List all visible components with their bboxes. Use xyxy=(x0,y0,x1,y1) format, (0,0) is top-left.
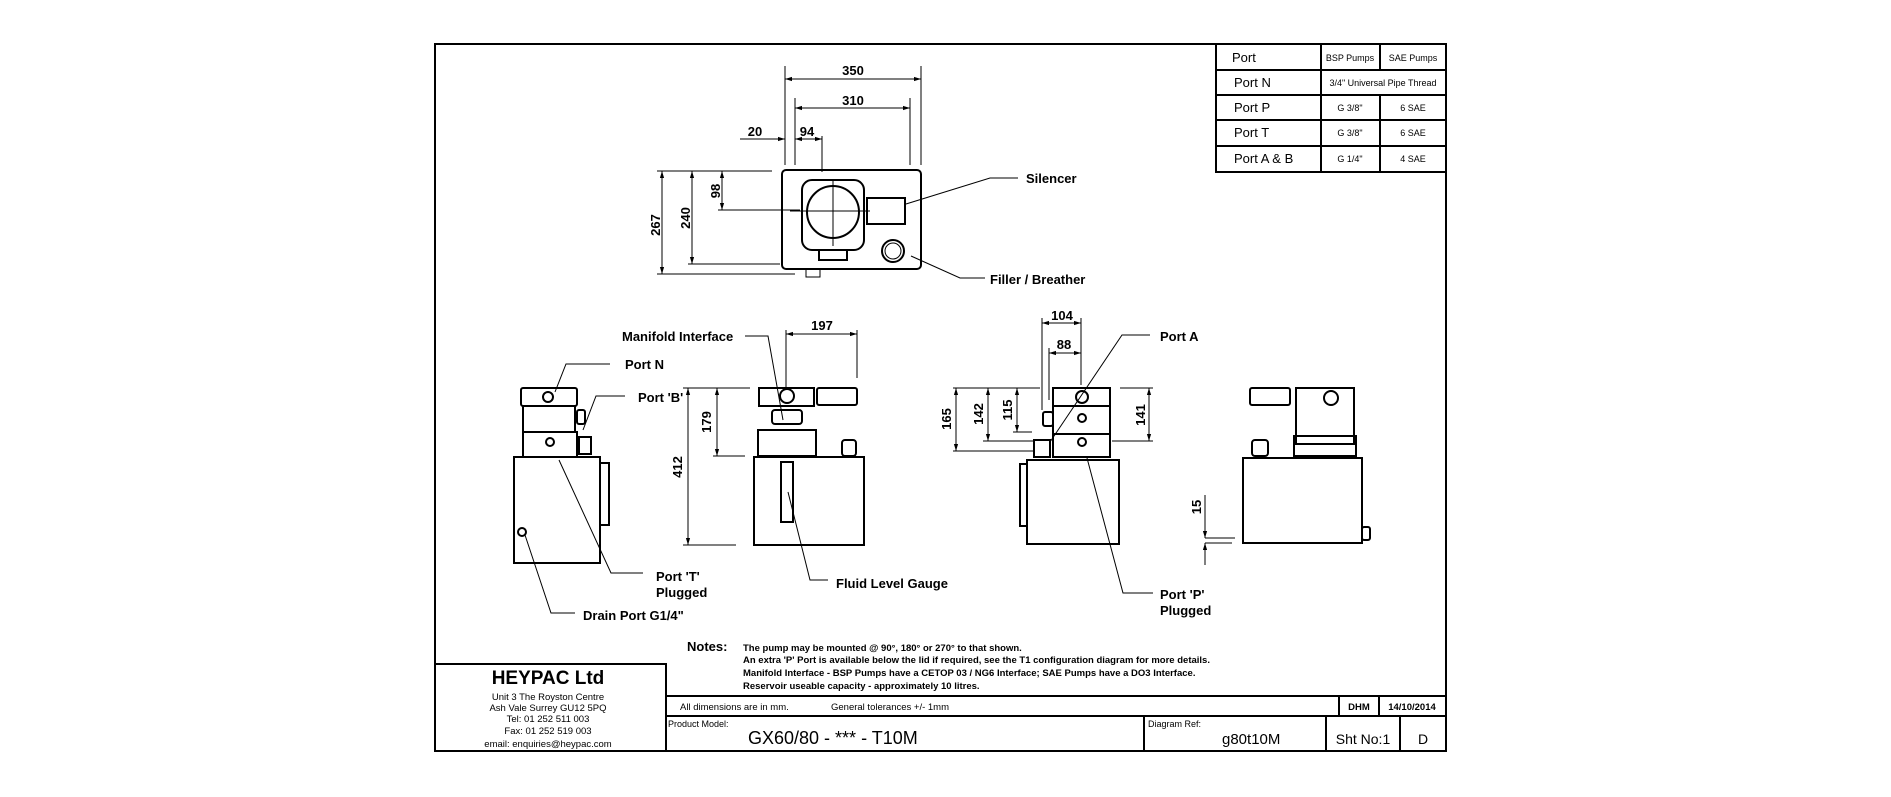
product-model: GX60/80 - *** - T10M xyxy=(748,728,918,748)
side-view-manifold: 197 179 412 Manifold Interface Fluid Lev… xyxy=(622,318,948,591)
drawing-border xyxy=(434,43,1447,752)
note-line: The pump may be mounted @ 90°, 180° or 2… xyxy=(743,643,1022,654)
note-line: Reservoir useable capacity - approximate… xyxy=(743,681,980,692)
table-row-port: Port A & B xyxy=(1234,151,1293,166)
silencer-shape xyxy=(866,197,906,225)
dimensions-note: All dimensions are in mm. xyxy=(680,702,789,713)
note-line: Manifold Interface - BSP Pumps have a CE… xyxy=(743,668,1195,679)
table-cell-sae: 4 SAE xyxy=(1400,154,1426,164)
dim-94: 94 xyxy=(800,124,815,139)
label-port-p: Port 'P' xyxy=(1160,587,1204,602)
product-model-label: Product Model: xyxy=(668,719,729,729)
title-block: HEYPAC Ltd Unit 3 The Royston Centre Ash… xyxy=(434,663,1446,752)
fluid-level-gauge-shape xyxy=(780,461,794,523)
sheet-number: Sht No:1 xyxy=(1336,731,1391,747)
diagram-ref-label: Diagram Ref: xyxy=(1148,719,1201,729)
filler-breather-shape xyxy=(881,239,905,263)
drawn-by: DHM xyxy=(1348,702,1370,713)
table-row-port: Port N xyxy=(1234,75,1271,90)
dim-115: 115 xyxy=(1000,400,1015,421)
dim-104: 104 xyxy=(1051,308,1073,323)
table-cell-span: 3/4" Universal Pipe Thread xyxy=(1329,78,1436,88)
company-email: email: enquiries@heypac.com xyxy=(484,739,611,750)
drawing-date: 14/10/2014 xyxy=(1388,702,1436,713)
table-header-bsp: BSP Pumps xyxy=(1326,53,1375,63)
dim-98: 98 xyxy=(708,184,723,198)
company-address: Ash Vale Surrey GU12 5PQ xyxy=(489,703,606,714)
dim-141: 141 xyxy=(1133,404,1148,426)
table-row-port: Port T xyxy=(1234,125,1269,140)
company-address: Unit 3 The Royston Centre xyxy=(492,692,604,703)
table-cell-sae: 6 SAE xyxy=(1400,128,1426,138)
table-header-port: Port xyxy=(1232,50,1256,65)
dim-179: 179 xyxy=(699,411,714,433)
table-header-sae: SAE Pumps xyxy=(1389,53,1438,63)
manifold-interface-shape xyxy=(771,409,803,425)
label-manifold-interface: Manifold Interface xyxy=(622,329,733,344)
notes: Notes: The pump may be mounted @ 90°, 18… xyxy=(687,639,1210,692)
table-row-port: Port P xyxy=(1234,100,1270,115)
dim-267: 267 xyxy=(648,214,663,236)
dim-310: 310 xyxy=(842,93,864,108)
notes-heading: Notes: xyxy=(687,639,727,654)
dim-412: 412 xyxy=(670,456,685,478)
label-port-t: Port 'T' xyxy=(656,569,700,584)
label-filler-breather: Filler / Breather xyxy=(990,272,1085,287)
port-table: Port BSP Pumps SAE Pumps Port N 3/4" Uni… xyxy=(1215,43,1447,173)
dim-350: 350 xyxy=(842,63,864,78)
side-view-rear: 15 xyxy=(1189,387,1371,565)
table-cell-sae: 6 SAE xyxy=(1400,103,1426,113)
label-silencer: Silencer xyxy=(1026,171,1077,186)
label-port-a: Port A xyxy=(1160,329,1199,344)
table-cell-bsp: G 3/8" xyxy=(1337,128,1362,138)
revision: D xyxy=(1418,731,1428,747)
side-view-port-n: Port N Port 'B' Port 'T' Plugged Drain P… xyxy=(513,357,707,623)
label-port-p-plugged: Plugged xyxy=(1160,603,1211,618)
dim-142: 142 xyxy=(971,403,986,425)
diagram-ref: g80t10M xyxy=(1222,731,1280,748)
dim-240: 240 xyxy=(678,207,693,229)
label-port-b: Port 'B' xyxy=(638,390,683,405)
label-port-t-plugged: Plugged xyxy=(656,585,707,600)
table-cell-bsp: G 1/4" xyxy=(1337,154,1362,164)
dim-165: 165 xyxy=(939,408,954,430)
top-view: 350 310 20 94 267 240 98 Silencer Filler… xyxy=(648,63,1085,287)
dim-88: 88 xyxy=(1057,337,1071,352)
dim-15: 15 xyxy=(1189,500,1204,514)
company-fax: Fax: 01 252 519 003 xyxy=(504,726,591,737)
side-view-port-a: 104 88 165 142 115 141 Port A Port 'P' P… xyxy=(939,308,1211,618)
table-cell-bsp: G 3/8" xyxy=(1337,103,1362,113)
tolerance-note: General tolerances +/- 1mm xyxy=(831,702,949,713)
dim-197: 197 xyxy=(811,318,833,333)
label-drain-port: Drain Port G1/4" xyxy=(583,608,684,623)
company-logo-text: HEYPAC Ltd xyxy=(492,668,605,689)
company-tel: Tel: 01 252 511 003 xyxy=(507,714,590,725)
note-line: An extra 'P' Port is available below the… xyxy=(743,655,1210,666)
label-port-n: Port N xyxy=(625,357,664,372)
dim-20: 20 xyxy=(748,124,762,139)
label-fluid-level-gauge: Fluid Level Gauge xyxy=(836,576,948,591)
